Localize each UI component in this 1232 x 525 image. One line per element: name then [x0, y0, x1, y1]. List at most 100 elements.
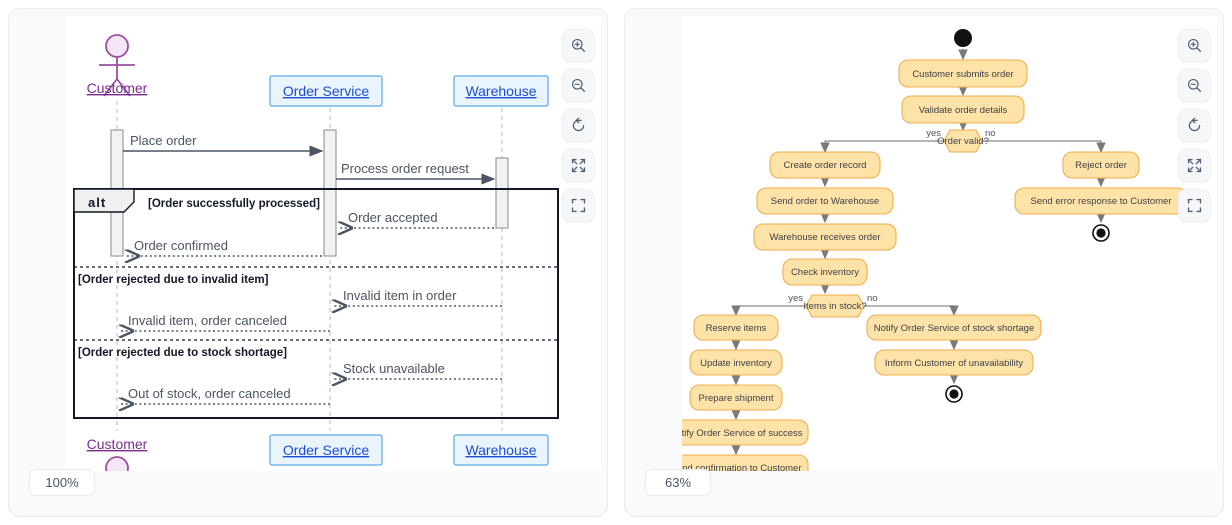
action-label: Reserve items	[706, 323, 767, 334]
action-label: Send confirmation to Customer	[682, 463, 801, 471]
message-invalid-item-order-canceled: Invalid item, order canceled	[119, 313, 330, 331]
activity-diagram-toolbar	[1178, 29, 1211, 222]
message-label: Process order request	[341, 161, 469, 176]
participant-label-warehouse-bottom: Warehouse	[465, 442, 536, 458]
zoom-level-badge[interactable]: 63%	[645, 469, 711, 496]
zoom-in-button[interactable]	[1178, 29, 1211, 62]
action-node-notify-order-service-of-stock-shortage[interactable]: Notify Order Service of stock shortage	[866, 314, 1042, 341]
alt-fragment: alt [Order successfully processed] [Orde…	[73, 188, 559, 419]
message-out-of-stock-order-canceled: Out of stock, order canceled	[119, 386, 330, 404]
action-label: Notify Order Service of stock shortage	[874, 323, 1035, 334]
zoom-out-icon	[571, 78, 586, 93]
participant-warehouse-top[interactable]: Warehouse	[453, 75, 549, 107]
action-node-send-confirmation-to-customer[interactable]: Send confirmation to Customer	[682, 454, 809, 471]
branch-label-yes: yes	[788, 293, 803, 304]
decision-node-order-valid[interactable]: Order valid? yes no	[926, 128, 996, 153]
action-label: Send order to Warehouse	[771, 196, 879, 207]
fullscreen-button[interactable]	[1178, 189, 1211, 222]
alt-guard-1: [Order successfully processed]	[148, 198, 320, 210]
message-invalid-item-in-order: Invalid item in order	[332, 288, 502, 306]
message-stock-unavailable: Stock unavailable	[332, 361, 502, 379]
fit-to-screen-button[interactable]	[1178, 149, 1211, 182]
action-node-send-order-to-warehouse[interactable]: Send order to Warehouse	[756, 187, 894, 215]
activity-diagram-canvas[interactable]: Customer submits order Validate order de…	[682, 16, 1217, 471]
participant-customer-bottom[interactable]: Customer	[87, 436, 148, 471]
final-node-rejected	[1092, 224, 1110, 242]
action-label: Validate order details	[919, 105, 1008, 116]
action-node-update-inventory[interactable]: Update inventory	[689, 349, 783, 376]
sequence-diagram-panel: Customer Order Service Warehouse	[8, 8, 608, 517]
action-label: Update inventory	[700, 358, 772, 369]
message-label: Place order	[130, 133, 197, 148]
sequence-diagram-canvas[interactable]: Customer Order Service Warehouse	[66, 16, 601, 471]
action-node-create-order-record[interactable]: Create order record	[769, 151, 881, 179]
participant-label-customer-top: Customer	[87, 80, 148, 96]
decision-label: Items in stock?	[803, 301, 866, 312]
alt-guard-2: [Order rejected due to invalid item]	[78, 274, 269, 286]
action-label: Check inventory	[791, 267, 859, 278]
action-node-customer-submits-order[interactable]: Customer submits order	[898, 59, 1028, 88]
activity-edges	[731, 49, 1106, 456]
branch-label-yes: yes	[926, 128, 941, 139]
message-label: Order confirmed	[134, 238, 228, 253]
action-node-send-error-response-to-customer[interactable]: Send error response to Customer	[1014, 187, 1188, 215]
participant-label-order-service-top: Order Service	[283, 83, 370, 99]
alt-guard-3: [Order rejected due to stock shortage]	[78, 347, 287, 359]
action-label: Customer submits order	[912, 69, 1013, 80]
message-label: Invalid item, order canceled	[128, 313, 287, 328]
action-node-reject-order[interactable]: Reject order	[1062, 151, 1140, 179]
participant-label-customer-bottom: Customer	[87, 436, 148, 452]
participant-warehouse-bottom[interactable]: Warehouse	[453, 434, 549, 466]
action-label: Send error response to Customer	[1031, 196, 1172, 207]
fullscreen-button[interactable]	[562, 189, 595, 222]
message-order-confirmed: Order confirmed	[125, 238, 322, 256]
action-label: Notify Order Service of success	[682, 428, 803, 439]
zoom-out-button[interactable]	[562, 69, 595, 102]
participant-box	[453, 434, 549, 466]
decision-node-items-in-stock[interactable]: Items in stock? yes no	[788, 293, 878, 318]
alt-keyword-tab	[73, 188, 135, 213]
reset-view-button[interactable]	[1178, 109, 1211, 142]
participant-order-service-bottom[interactable]: Order Service	[269, 434, 383, 466]
zoom-level-badge[interactable]: 100%	[29, 469, 95, 496]
reset-icon	[1188, 117, 1201, 132]
message-process-order-request: Process order request	[336, 161, 496, 185]
action-node-notify-order-service-of-success[interactable]: Notify Order Service of success	[682, 419, 809, 446]
action-label: Inform Customer of unavailability	[885, 358, 1024, 369]
action-node-check-inventory[interactable]: Check inventory	[782, 258, 868, 286]
participant-order-service-top[interactable]: Order Service	[269, 75, 383, 107]
alt-keyword-label: alt	[88, 195, 106, 210]
action-node-warehouse-receives-order[interactable]: Warehouse receives order	[753, 223, 897, 251]
activity-diagram-svg: Customer submits order Validate order de…	[682, 29, 1188, 471]
fit-to-screen-button[interactable]	[562, 149, 595, 182]
branch-label-no: no	[985, 128, 996, 139]
reset-view-button[interactable]	[562, 109, 595, 142]
reset-icon	[572, 117, 585, 132]
action-label: Reject order	[1075, 160, 1127, 171]
decision-diamond-icon	[943, 129, 983, 153]
participant-customer-top[interactable]: Customer	[87, 34, 148, 97]
action-label: Warehouse receives order	[769, 232, 880, 243]
zoom-in-button[interactable]	[562, 29, 595, 62]
sequence-diagram-toolbar	[562, 29, 595, 222]
action-node-validate-order-details[interactable]: Validate order details	[901, 95, 1025, 124]
final-node-unavailable	[945, 385, 963, 403]
participant-box	[453, 75, 549, 107]
action-label: Prepare shipment	[699, 393, 774, 404]
initial-node-icon	[954, 29, 972, 47]
action-node-reserve-items[interactable]: Reserve items	[693, 314, 779, 341]
message-label: Stock unavailable	[343, 361, 445, 376]
message-label: Order accepted	[348, 210, 438, 225]
message-order-accepted: Order accepted	[338, 210, 494, 228]
action-node-inform-customer-of-unavailability[interactable]: Inform Customer of unavailability	[874, 349, 1034, 376]
action-node-prepare-shipment[interactable]: Prepare shipment	[689, 384, 783, 411]
sequence-diagram-svg: Customer Order Service Warehouse	[73, 34, 559, 471]
decision-diamond-icon	[805, 294, 865, 318]
participant-label-warehouse-top: Warehouse	[465, 83, 536, 99]
action-label: Create order record	[784, 160, 867, 171]
zoom-in-icon	[571, 38, 586, 53]
actor-head-icon	[105, 34, 129, 58]
decision-label: Order valid?	[937, 136, 989, 147]
zoom-out-button[interactable]	[1178, 69, 1211, 102]
